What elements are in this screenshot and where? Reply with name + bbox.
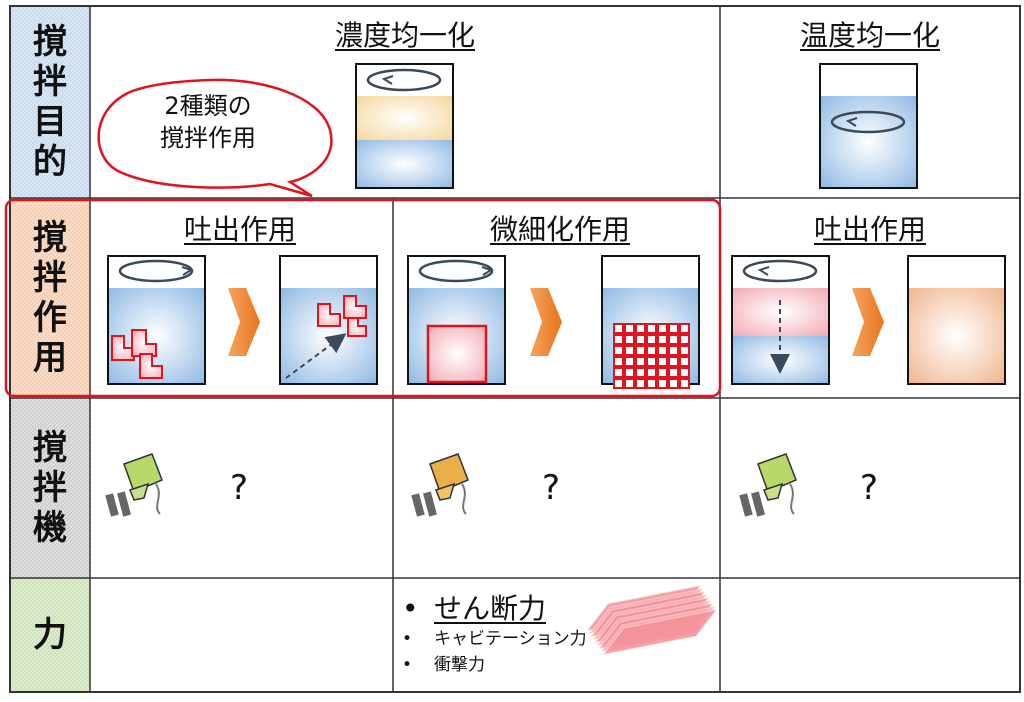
table-grid [9,5,1021,693]
force-item-impact: 衝撃力 [396,652,696,678]
beaker-concentration [355,63,454,189]
title-discharge-2: 吐出作用 [813,213,926,246]
fine-particle [635,334,646,345]
row-label-purpose: 撹 拌 目 的 [10,6,90,198]
fine-particle [679,378,690,389]
fine-particle [679,323,690,334]
row-label-char: 拌 [33,62,67,102]
row-label-char: 作 [33,298,67,338]
fine-particle [668,367,679,378]
row-label-char: 拌 [33,468,67,508]
fine-particle [613,345,624,356]
fine-particle [646,323,657,334]
force-shear-label: せん断力 [434,592,547,625]
beaker-discharge-before [107,255,206,385]
callout-text: 2種類の 撹拌作用 [118,90,298,154]
fine-particle [646,367,657,378]
title-concentration: 濃度均一化 [334,19,475,52]
arrow-3 [852,288,884,356]
fine-particle [668,345,679,356]
title-refinement: 微細化作用 [489,213,630,246]
fine-particle [657,345,668,356]
row-label-action: 撹 拌 作 用 [10,198,90,398]
mixer-icon [411,453,469,517]
fine-particle [646,345,657,356]
arrow-1 [228,288,260,356]
fine-particle [657,356,668,367]
row-header-machine-bg [10,398,90,578]
fine-particle [624,356,635,367]
highlight-frame [4,198,722,398]
fine-particle [668,334,679,345]
fine-particle [613,367,624,378]
fine-particle [613,356,624,367]
force-item-cavitation: キャビテーション力 [396,626,696,652]
fine-particle [624,378,635,389]
callout-line1: 2種類の [164,92,252,120]
row-label-char: 撹 [33,218,67,258]
fine-particle [679,334,690,345]
row-label-machine: 撹 拌 機 [10,398,90,578]
row-header-action-bg [10,198,90,398]
fine-particle [657,323,668,334]
row-header-purpose-bg [10,6,90,198]
fine-particle [624,334,635,345]
fine-particle [613,334,624,345]
row-label-char: 撹 [33,428,67,468]
fine-particle [679,345,690,356]
fine-particle [635,356,646,367]
fine-particle [646,378,657,389]
beaker-refinement-after [601,255,700,389]
arrow-2 [530,288,562,356]
fine-particle [635,378,646,389]
unknown-mixer-2: ? [542,468,561,508]
row-label-char: 的 [33,142,67,182]
beaker-discharge-after [279,255,378,385]
fine-particle [613,378,624,389]
force-list: せん断力 キャビテーション力 衝撃力 [396,592,696,678]
mixer-icon [105,453,163,517]
row-label-char: 力 [33,615,67,655]
title-temperature: 温度均一化 [799,19,940,52]
mixer-icon [739,453,797,517]
title-discharge: 吐出作用 [183,213,296,246]
row-header-force-bg [10,578,90,692]
fine-particle [635,323,646,334]
callout-line2: 撹拌作用 [160,124,256,152]
row-label-char: 撹 [33,22,67,62]
beaker-mixing-before [731,255,830,385]
fine-particle [635,345,646,356]
row-label-char: 用 [33,338,67,378]
fine-particle [679,356,690,367]
fine-particle [646,356,657,367]
row-label-char: 機 [33,508,67,548]
fine-particle [635,367,646,378]
force-cavitation-label: キャビテーション力 [434,629,587,649]
fine-particle [624,345,635,356]
fine-particle [657,367,668,378]
fine-particle [679,367,690,378]
fine-particle [657,378,668,389]
unknown-mixer-1: ? [230,468,249,508]
force-item-shear: せん断力 [396,592,696,626]
fine-particle [624,323,635,334]
row-label-char: 目 [33,102,67,142]
beaker-refinement-before [407,255,506,385]
fine-particle [613,323,624,334]
callout-bubble [97,78,333,198]
fine-particle [668,378,679,389]
beaker-mixing-after [907,255,1006,385]
unknown-mixer-3: ? [860,468,879,508]
beaker-temperature [819,63,918,189]
row-label-force: 力 [10,578,90,692]
fine-particle [657,334,668,345]
fine-particle [668,323,679,334]
row-label-char: 拌 [33,258,67,298]
fine-particle [668,356,679,367]
force-impact-label: 衝撃力 [434,655,485,675]
fine-particle [646,334,657,345]
fine-particle [624,367,635,378]
